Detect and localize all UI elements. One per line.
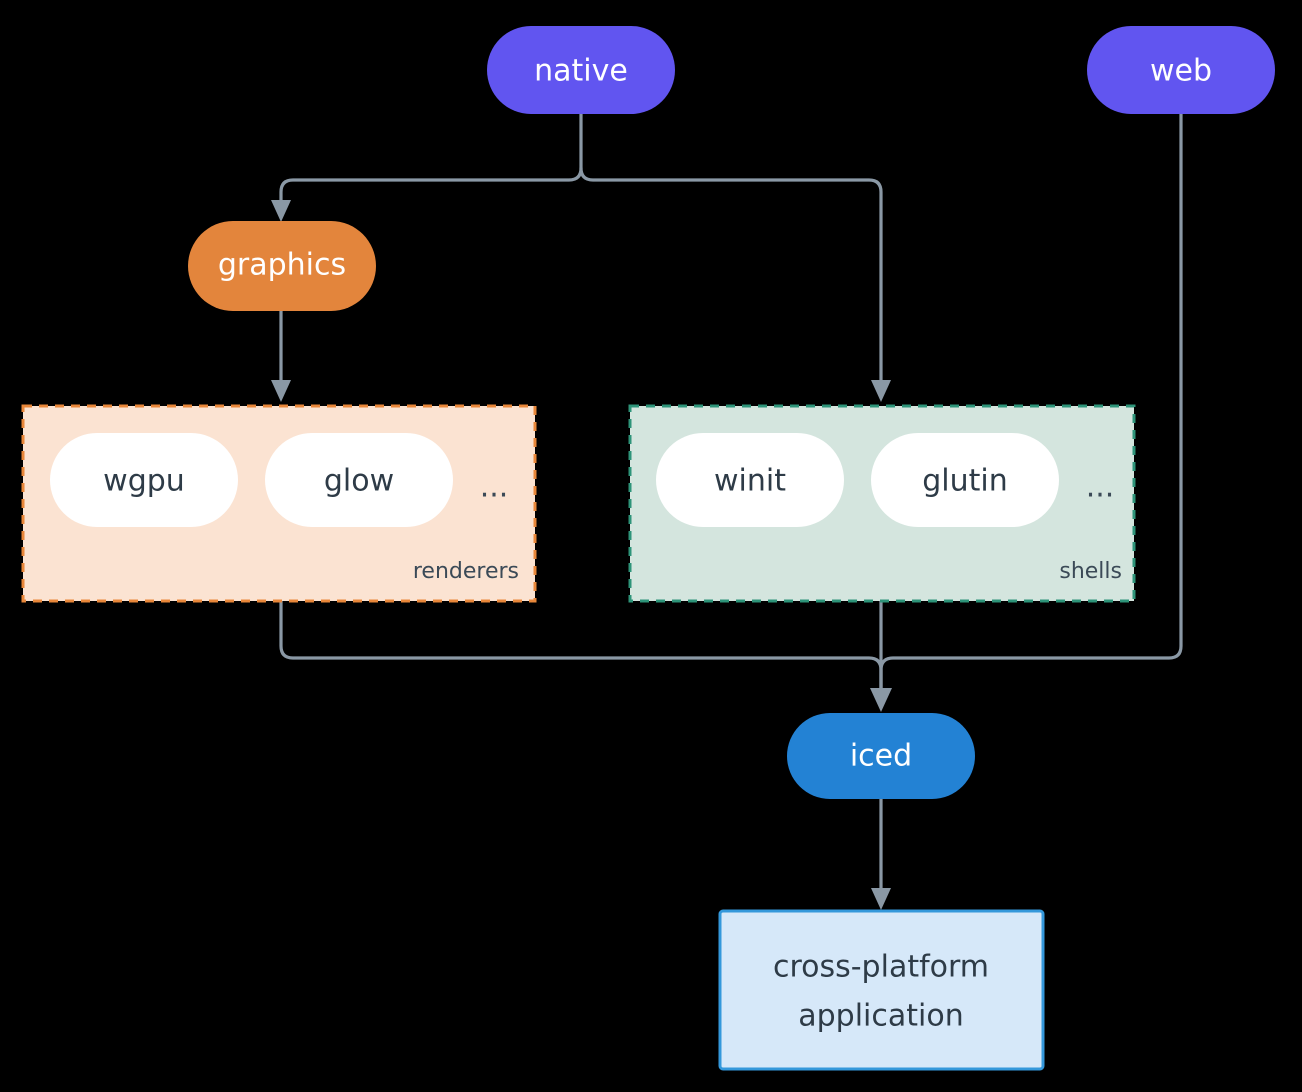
node-graphics[interactable]: graphics bbox=[188, 221, 376, 311]
node-native[interactable]: native bbox=[487, 26, 675, 114]
node-application[interactable]: cross-platform application bbox=[718, 909, 1045, 1071]
cluster-shells: winit glutin ... shells bbox=[628, 404, 1136, 603]
arrowhead-iced-to-application bbox=[871, 888, 891, 910]
node-native-shape bbox=[487, 26, 675, 114]
arrowhead-graphics-to-renderers bbox=[271, 380, 291, 402]
node-graphics-shape bbox=[188, 221, 376, 311]
shells-ellipsis: ... bbox=[1086, 470, 1115, 505]
edge-web-to-iced bbox=[879, 111, 1183, 696]
node-winit-label: winit bbox=[714, 464, 786, 499]
node-application-label-line1: cross-platform bbox=[773, 950, 989, 985]
node-graphics-label: graphics bbox=[218, 248, 346, 283]
node-winit-shape bbox=[656, 433, 844, 527]
node-wgpu[interactable]: wgpu bbox=[50, 433, 238, 527]
cluster-renderers: wgpu glow ... renderers bbox=[21, 404, 537, 603]
cluster-shells-caption: shells bbox=[1059, 559, 1122, 584]
arrowhead-to-iced bbox=[870, 688, 892, 712]
node-native-label: native bbox=[534, 54, 628, 89]
node-wgpu-shape bbox=[50, 433, 238, 527]
node-glow[interactable]: glow bbox=[265, 433, 453, 527]
node-wgpu-label: wgpu bbox=[103, 464, 185, 499]
cluster-renderers-caption: renderers bbox=[413, 559, 519, 584]
node-glutin-shape bbox=[871, 433, 1059, 527]
edge-renderers-to-iced bbox=[279, 599, 883, 696]
arrowhead-native-to-shells bbox=[871, 380, 891, 402]
node-winit[interactable]: winit bbox=[656, 433, 844, 527]
node-glutin-label: glutin bbox=[922, 464, 1008, 499]
edge-native-split bbox=[279, 111, 583, 208]
node-glow-label: glow bbox=[324, 464, 394, 499]
node-application-label-line2: application bbox=[798, 999, 963, 1034]
node-iced[interactable]: iced bbox=[787, 713, 975, 799]
node-iced-label: iced bbox=[850, 739, 912, 774]
node-glow-shape bbox=[265, 433, 453, 527]
renderers-ellipsis: ... bbox=[480, 470, 509, 505]
arrowhead-native-to-graphics bbox=[271, 200, 291, 222]
node-glutin[interactable]: glutin bbox=[871, 433, 1059, 527]
node-web[interactable]: web bbox=[1087, 26, 1275, 114]
node-application-shape bbox=[718, 909, 1045, 1071]
node-web-label: web bbox=[1150, 54, 1212, 89]
edge-layer bbox=[271, 111, 1183, 910]
node-web-shape bbox=[1087, 26, 1275, 114]
edge-native-to-shells bbox=[579, 166, 883, 388]
node-iced-shape bbox=[787, 713, 975, 799]
